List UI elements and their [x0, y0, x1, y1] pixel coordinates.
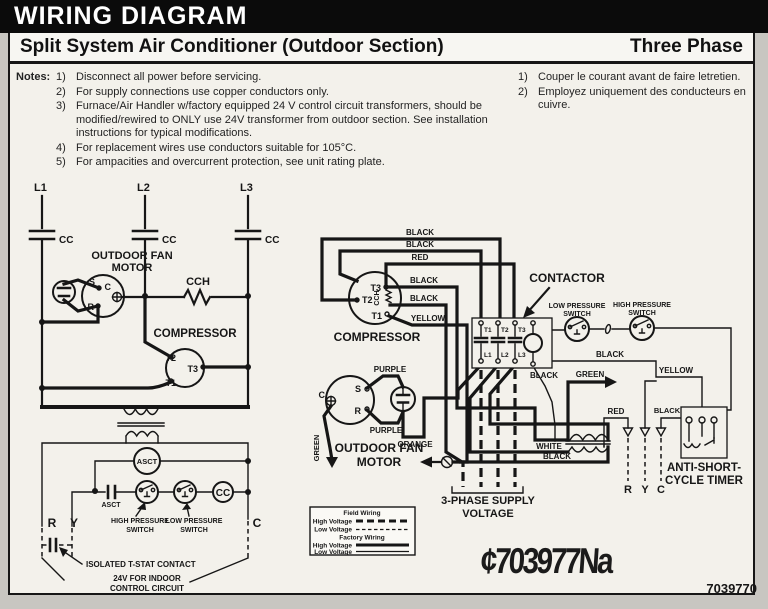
note-text: For replacement wires use conductors sui… — [76, 141, 357, 154]
note-number: 1) — [56, 71, 66, 83]
note-item: 3) Furnace/Air Handler w/factory equipped… — [56, 100, 504, 141]
note-item: 4) For replacement wires use conductors s… — [56, 142, 504, 156]
note-item: 1) Disconnect all power before servicing. — [56, 71, 504, 85]
page-title: WIRING DIAGRAM — [14, 2, 248, 30]
note-text: Employez uniquement des conducteurs en c… — [538, 85, 746, 112]
notes-section: Notes: 1) Disconnect all power before ser… — [16, 71, 756, 171]
note-number: 2) — [518, 85, 528, 98]
note-text: For ampacities and overcurrent protectio… — [76, 156, 385, 168]
note-text: Furnace/Air Handler w/factory equipped 2… — [76, 100, 488, 139]
subtitle: Split System Air Conditioner (Outdoor Se… — [20, 36, 444, 57]
notes-english: 1) Disconnect all power before servicing.… — [56, 71, 504, 171]
subtitle-row: Split System Air Conditioner (Outdoor Se… — [8, 33, 755, 64]
note-text: Couper le courant avant de faire letreti… — [538, 71, 741, 83]
phase-label: Three Phase — [630, 36, 743, 57]
note-number: 5) — [56, 156, 66, 168]
note-number: 3) — [56, 100, 66, 112]
note-item: 2) Employez uniquement des conducteurs en… — [518, 86, 756, 113]
title-bar: WIRING DIAGRAM — [0, 0, 768, 33]
note-number: 2) — [56, 85, 66, 98]
notes-label: Notes: — [16, 71, 51, 83]
note-item: 2) For supply connections use copper cond… — [56, 86, 504, 100]
notes-french: 1) Couper le courant avant de faire letre… — [518, 71, 756, 171]
note-text: Disconnect all power before servicing. — [76, 71, 262, 83]
note-number: 1) — [518, 71, 528, 83]
note-item: 1) Couper le courant avant de faire letre… — [518, 71, 756, 85]
note-number: 4) — [56, 141, 66, 154]
note-item: 5) For ampacities and overcurrent protect… — [56, 156, 504, 170]
note-text: For supply connections use copper conduc… — [76, 85, 329, 98]
